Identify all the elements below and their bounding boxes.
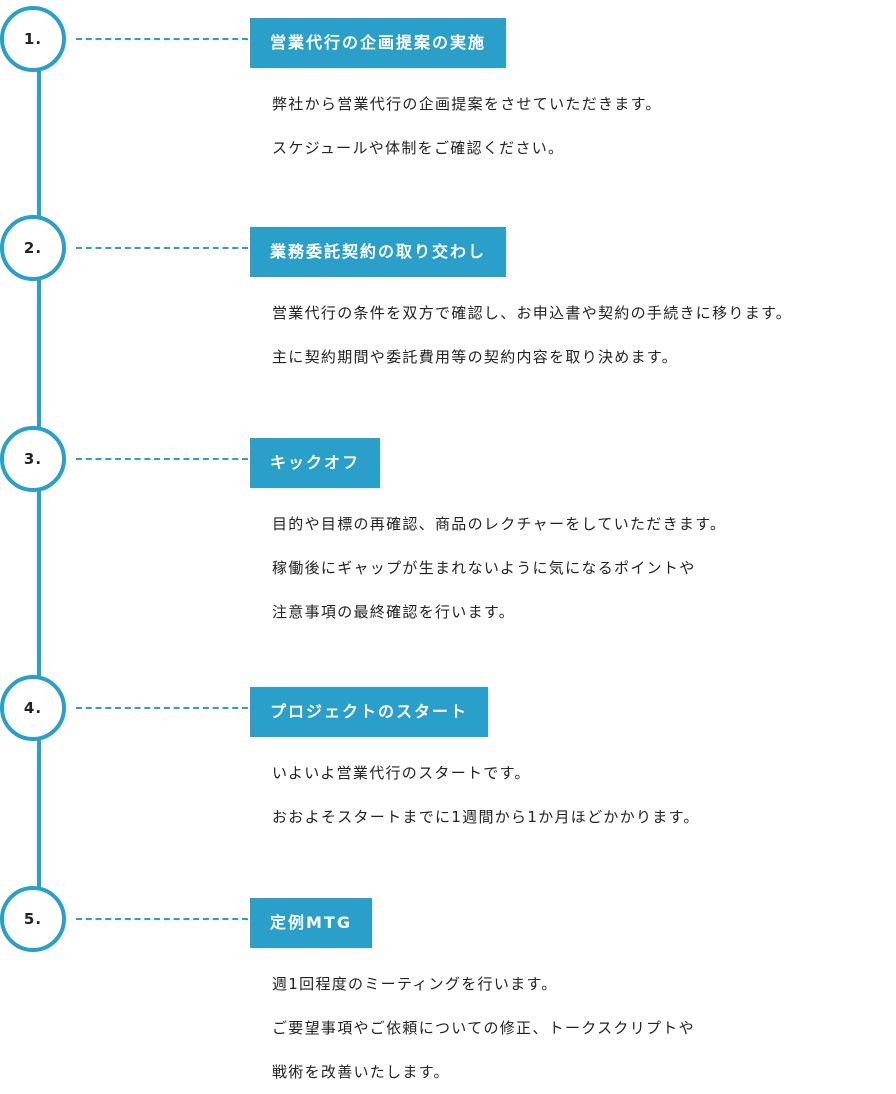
step-description: いよいよ営業代行のスタートです。 おおよそスタートまでに1週間から1か月ほどかか… xyxy=(272,751,892,839)
step-title: キックオフ xyxy=(250,438,381,488)
step-description-line: 弊社から営業代行の企画提案をさせていただきます。 xyxy=(272,95,662,113)
step-description-line: 目的や目標の再確認、商品のレクチャーをしていただきます。 xyxy=(272,515,727,533)
step-connector-dashed-line xyxy=(76,38,248,40)
step-number-circle: 1. xyxy=(0,6,66,72)
step-number-circle: 2. xyxy=(0,215,66,281)
step-number-circle: 4. xyxy=(0,675,66,741)
step-description: 弊社から営業代行の企画提案をさせていただきます。 スケジュールや体制をご確認くだ… xyxy=(272,82,892,170)
step-description-line: おおよそスタートまでに1週間から1か月ほどかかります。 xyxy=(272,808,700,826)
step-description-line: 週1回程度のミーティングを行います。 xyxy=(272,975,558,993)
step-connector-dashed-line xyxy=(76,458,248,460)
step-description: 週1回程度のミーティングを行います。 ご要望事項やご依頼についての修正、トークス… xyxy=(272,962,892,1094)
step-title: 営業代行の企画提案の実施 xyxy=(250,18,507,68)
step-connector-dashed-line xyxy=(76,707,248,709)
step-connector-dashed-line xyxy=(76,247,248,249)
step-title: プロジェクトのスタート xyxy=(250,687,489,737)
step-description-line: いよいよ営業代行のスタートです。 xyxy=(272,764,531,782)
step-connector-dashed-line xyxy=(76,918,248,920)
step-description-line: 営業代行の条件を双方で確認し、お申込書や契約の手続きに移ります。 xyxy=(272,304,793,322)
step-number-circle: 3. xyxy=(0,426,66,492)
step-description: 目的や目標の再確認、商品のレクチャーをしていただきます。 稼働後にギャップが生ま… xyxy=(272,502,892,634)
step-description-line: 戦術を改善いたします。 xyxy=(272,1063,450,1081)
step-description-line: スケジュールや体制をご確認ください。 xyxy=(272,139,565,157)
step-description-line: 注意事項の最終確認を行います。 xyxy=(272,603,516,621)
step-description-line: ご要望事項やご依頼についての修正、トークスクリプトや xyxy=(272,1019,695,1037)
step-description: 営業代行の条件を双方で確認し、お申込書や契約の手続きに移ります。 主に契約期間や… xyxy=(272,291,892,379)
step-description-line: 主に契約期間や委託費用等の契約内容を取り決めます。 xyxy=(272,348,679,366)
step-number-circle: 5. xyxy=(0,886,66,952)
step-title: 業務委託契約の取り交わし xyxy=(250,227,507,277)
step-description-line: 稼働後にギャップが生まれないように気になるポイントや xyxy=(272,559,696,577)
step-title: 定例MTG xyxy=(250,898,372,948)
